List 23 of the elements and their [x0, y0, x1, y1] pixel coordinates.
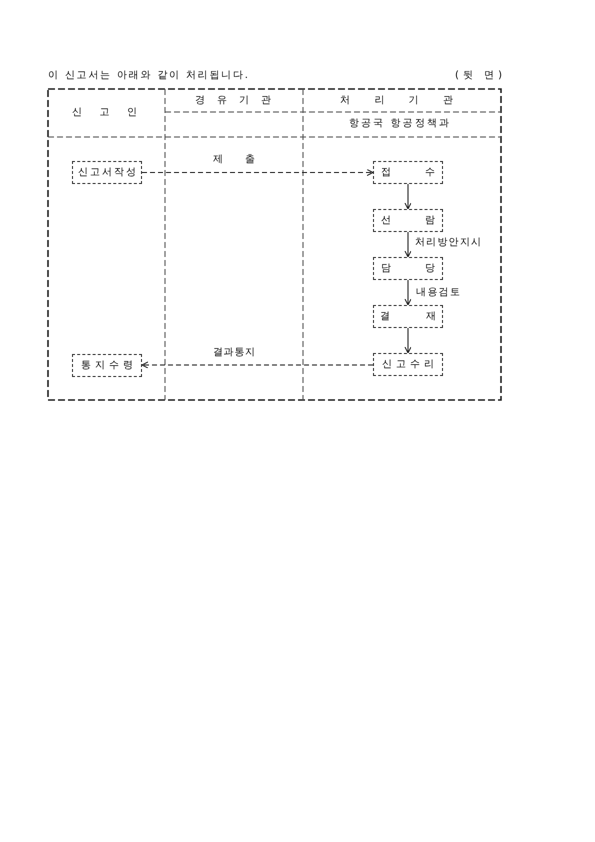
column-header: 처 리 기 관	[340, 94, 453, 108]
process-box: 통지수령	[72, 354, 142, 377]
process-box: 신고수리	[373, 353, 443, 376]
arrow	[142, 169, 374, 176]
column-header: 경 유 기 관	[195, 94, 271, 108]
process-box: 신고서작성	[72, 161, 142, 184]
column-header: 신 고 인	[72, 106, 137, 120]
process-box: 결 재	[373, 305, 443, 328]
edge-label: 처리방안지시	[415, 236, 481, 250]
arrow	[404, 184, 412, 210]
page-side-label: (뒷 면)	[455, 69, 502, 83]
arrow	[404, 232, 412, 258]
edge-label: 제 출	[213, 153, 255, 167]
arrow	[404, 280, 412, 306]
process-box: 담 당	[373, 257, 443, 280]
edge-label: 내용검토	[416, 286, 460, 300]
column-subheader: 항공국 항공정책과	[349, 117, 449, 131]
arrow	[142, 362, 374, 368]
edge-label: 결과통지	[213, 346, 255, 360]
process-box: 접 수	[373, 161, 443, 184]
process-box: 선 람	[373, 209, 443, 232]
heading: 이 신고서는 아래와 같이 처리됩니다.	[48, 69, 248, 83]
arrow	[404, 328, 412, 354]
